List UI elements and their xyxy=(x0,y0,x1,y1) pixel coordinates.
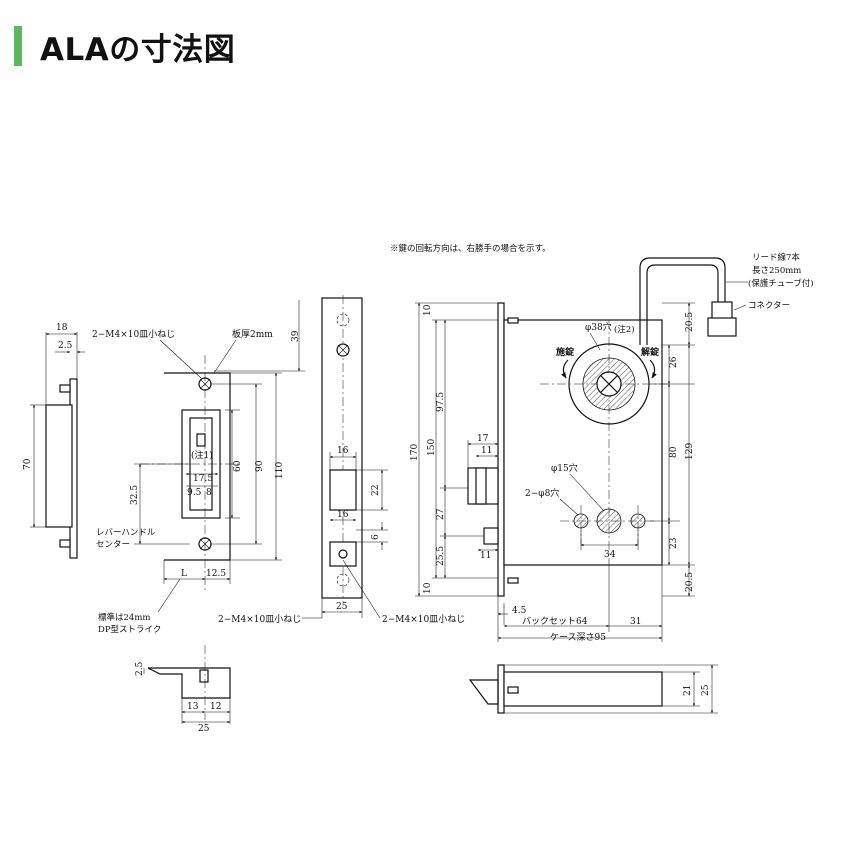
dim-97-5: 97.5 xyxy=(436,392,446,412)
dim-4-5: 4.5 xyxy=(512,606,527,616)
note1-label: (注1) xyxy=(191,449,213,461)
dim-39: 39 xyxy=(291,330,301,342)
dim-34: 34 xyxy=(604,550,616,560)
header-accent-bar xyxy=(14,26,22,66)
hole38-label: φ38穴 xyxy=(585,321,612,333)
note2-label: (注2) xyxy=(614,324,635,335)
strike-std-label-2: DP型ストライク xyxy=(98,625,161,635)
dim-13: 13 xyxy=(187,702,199,712)
dim-25-5: 25.5 xyxy=(436,546,446,566)
front-plate-view: 16 22 16 6 25 2−M4×10皿小ねじ 2−M4×10皿小ねじ xyxy=(218,295,465,625)
dim-8: 8 xyxy=(206,488,212,498)
dim-2-5b: 2.5 xyxy=(135,661,145,676)
screw-bl-label: 2−M4×10皿小ねじ xyxy=(218,614,301,625)
dim-17: 17 xyxy=(477,434,489,444)
dim-31: 31 xyxy=(630,617,641,627)
dim-11b: 11 xyxy=(480,551,491,561)
dim-80: 80 xyxy=(669,446,679,458)
connector-label: コネクター xyxy=(748,301,790,311)
note-key-rotation: ※鍵の回転方向は、右勝手の場合を示す。 xyxy=(390,243,551,254)
dim-17-5: 17.5 xyxy=(193,474,213,484)
lock-bottom-view: 21 25 xyxy=(468,664,718,714)
strike-bottom-view: 2.5 13 12 25 xyxy=(135,645,231,734)
dim-26: 26 xyxy=(669,356,679,368)
dim-25c: 25 xyxy=(701,684,711,696)
dim-20-5a: 20.5 xyxy=(685,312,695,332)
dim-L: L xyxy=(181,569,187,579)
screw-top-label: 2−M4×10皿小ねじ xyxy=(92,329,175,340)
dim-70: 70 xyxy=(23,458,33,470)
dim-25a: 25 xyxy=(198,724,210,734)
dim-22: 22 xyxy=(371,485,381,496)
dim-18: 18 xyxy=(56,323,68,333)
lead-wire-label-1: リード線7本 xyxy=(752,252,800,263)
unlock-label: 解錠 xyxy=(641,346,660,358)
dim-60: 60 xyxy=(233,460,243,472)
hole15-label: φ15穴 xyxy=(551,462,578,474)
dim-32-5: 32.5 xyxy=(130,485,140,505)
dim-27: 27 xyxy=(436,508,446,520)
lever-center-label-1: レバーハンドル xyxy=(96,528,156,538)
dim-12-5: 12.5 xyxy=(206,569,226,579)
dim-12: 12 xyxy=(210,702,221,712)
dim-90: 90 xyxy=(255,460,265,472)
screw-br-label: 2−M4×10皿小ねじ xyxy=(382,614,465,625)
dim-110: 110 xyxy=(275,462,285,479)
dim-25b: 25 xyxy=(336,602,348,612)
lock-label: 施錠 xyxy=(556,346,575,358)
backset-label: バックセット64 xyxy=(522,616,588,627)
lead-wire-label-2: 長さ250mm xyxy=(752,266,801,276)
dim-9-5: 9.5 xyxy=(187,488,202,498)
lock-body-view: φ38穴 (注2) 施錠 解錠 φ15穴 2−φ8穴 34 リード線7本 長さ2… xyxy=(410,252,814,643)
plate-thickness-label: 板厚2mm xyxy=(232,328,273,340)
dim-20-5b: 20.5 xyxy=(685,572,695,592)
dim-170: 170 xyxy=(410,444,420,461)
dim-11a: 11 xyxy=(481,446,492,456)
page-title: ALAの寸法図 xyxy=(40,32,236,68)
strike-std-label-1: 標準は24mm xyxy=(98,612,150,623)
dim-150: 150 xyxy=(427,439,437,456)
dim-6: 6 xyxy=(371,534,381,540)
dim-10b: 10 xyxy=(423,582,433,594)
hole8-label: 2−φ8穴 xyxy=(525,487,559,499)
lever-center-label-2: センター xyxy=(96,540,130,550)
strike-side-view: 18 2.5 70 xyxy=(23,323,85,559)
dim-10a: 10 xyxy=(423,304,433,316)
dim-16b: 16 xyxy=(337,510,349,520)
strike-front-view: (注1) 2−M4×10皿小ねじ 板厚2mm 60 90 110 39 17.5… xyxy=(92,300,305,635)
dim-2-5a: 2.5 xyxy=(58,341,73,351)
depth-label: ケース深さ95 xyxy=(550,632,606,643)
dim-16a: 16 xyxy=(337,446,349,456)
dim-129: 129 xyxy=(685,443,695,460)
lead-wire-label-3: (保護チューブ付) xyxy=(748,278,814,289)
dim-23: 23 xyxy=(669,537,679,549)
dim-21: 21 xyxy=(683,685,693,696)
